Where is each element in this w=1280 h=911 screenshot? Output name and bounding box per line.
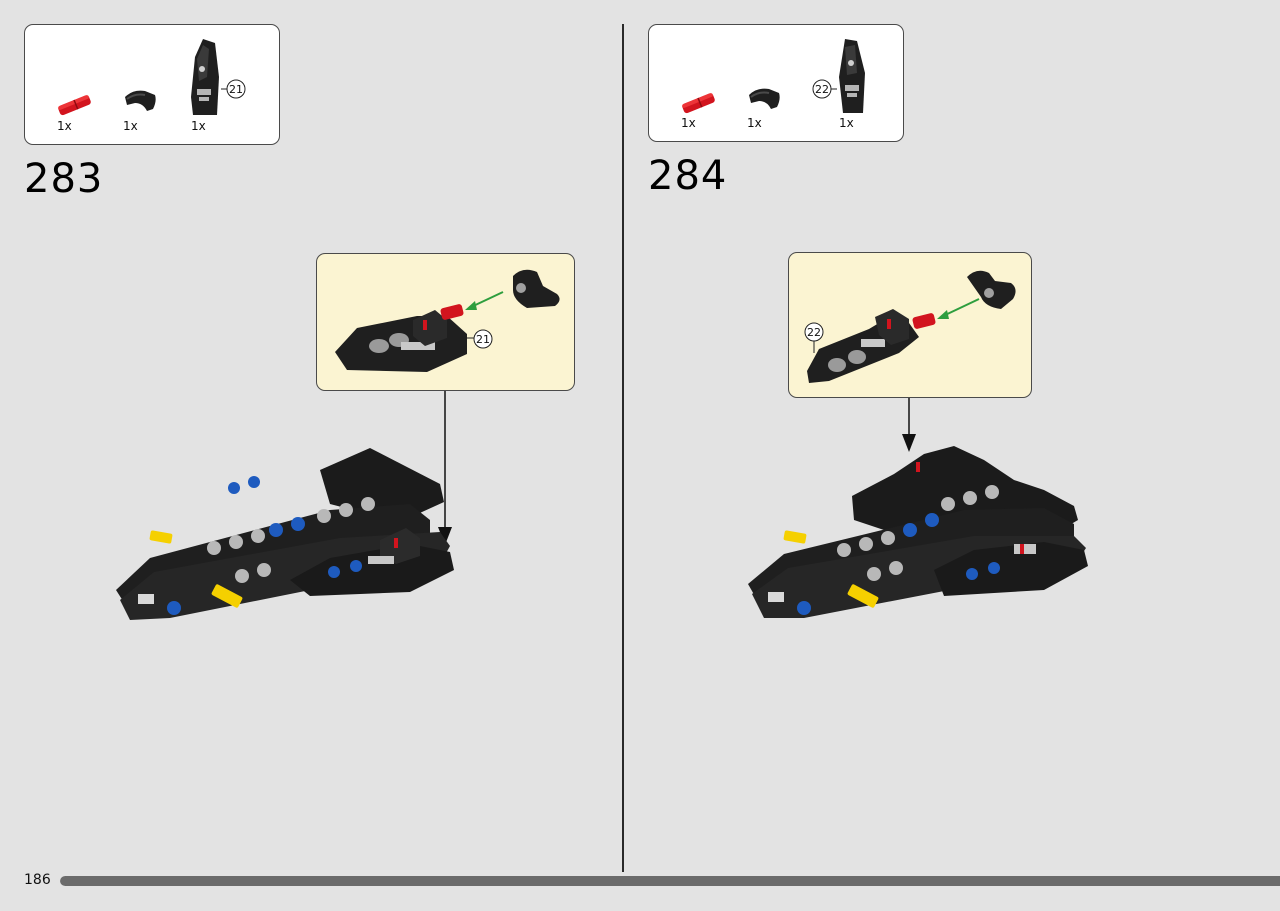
sub-assembly-callout-284: 22 bbox=[788, 252, 1032, 398]
parts-list-step-284: 1x 1x 22 1x bbox=[648, 24, 904, 142]
page-divider bbox=[622, 24, 624, 872]
parts-list-step-283: 1x 1x 21 1x bbox=[24, 24, 280, 145]
part-qty: 1x bbox=[747, 116, 762, 130]
model-illustration-283 bbox=[116, 448, 454, 620]
curved-panel-icon bbox=[125, 90, 156, 111]
part-qty: 1x bbox=[681, 116, 696, 130]
badge-number: 22 bbox=[815, 83, 829, 96]
sub-assembly-illustration bbox=[335, 269, 560, 372]
callout-badge-number: 22 bbox=[807, 326, 821, 339]
curved-panel-icon bbox=[749, 88, 780, 109]
part-qty: 1x bbox=[191, 119, 206, 133]
tall-panel-icon bbox=[191, 39, 219, 115]
badge-number: 21 bbox=[229, 83, 243, 96]
red-pin-icon bbox=[681, 92, 715, 114]
model-illustration-284 bbox=[748, 446, 1088, 618]
callout-badge-number: 21 bbox=[476, 333, 490, 346]
progress-bar bbox=[60, 876, 1280, 886]
progress-bar-fill bbox=[60, 876, 1280, 886]
callout-number-badge bbox=[221, 79, 246, 99]
step-number-284: 284 bbox=[648, 153, 728, 199]
step-number-283: 283 bbox=[24, 156, 104, 202]
page-number: 186 bbox=[24, 872, 51, 888]
tall-panel-icon bbox=[839, 39, 865, 113]
part-qty: 1x bbox=[839, 116, 854, 130]
red-pin-icon bbox=[57, 94, 91, 116]
callout-number-badge bbox=[812, 79, 837, 99]
sub-assembly-illustration bbox=[804, 270, 1016, 383]
sub-assembly-callout-283: 21 bbox=[316, 253, 575, 391]
part-qty: 1x bbox=[57, 119, 72, 133]
part-qty: 1x bbox=[123, 119, 138, 133]
assembly-arrow bbox=[438, 391, 452, 545]
assembly-arrow bbox=[902, 398, 916, 452]
